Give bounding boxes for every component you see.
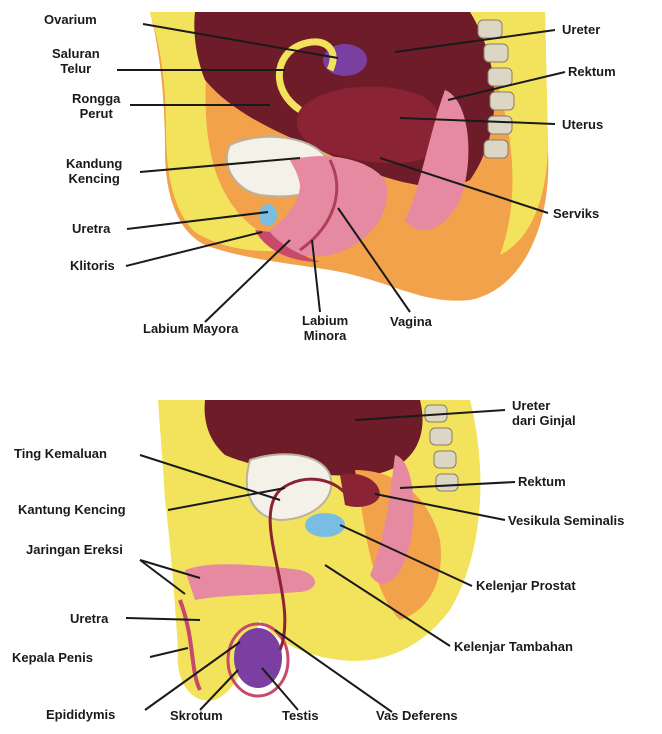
label-vesikula-seminalis: Vesikula Seminalis — [508, 513, 624, 528]
label-rongga-perut-line2: Perut — [72, 106, 120, 121]
male-illustration — [158, 400, 480, 701]
label-kandung-kencing: Kandung Kencing — [66, 156, 122, 186]
male-testis — [234, 628, 282, 688]
label-rektum-female: Rektum — [568, 64, 616, 79]
label-kelenjar-prostat: Kelenjar Prostat — [476, 578, 576, 593]
label-kandung-kencing-line1: Kandung — [66, 156, 122, 171]
label-ureter-dari-ginjal-line1: Ureter — [512, 398, 576, 413]
leader-testis — [262, 668, 298, 710]
label-kepala-penis: Kepala Penis — [12, 650, 93, 665]
label-vagina: Vagina — [390, 314, 432, 329]
label-labium-minora: Labium Minora — [302, 313, 348, 343]
label-ureter-dari-ginjal-line2: dari Ginjal — [512, 413, 576, 428]
label-kandung-kencing-line2: Kencing — [66, 171, 122, 186]
label-epididymis: Epididymis — [46, 707, 115, 722]
female-illustration — [150, 12, 548, 301]
label-rektum-male: Rektum — [518, 474, 566, 489]
label-testis: Testis — [282, 708, 319, 723]
label-uterus: Uterus — [562, 117, 603, 132]
label-uretra-female: Uretra — [72, 221, 110, 236]
label-uretra-male: Uretra — [70, 611, 108, 626]
label-ureter: Ureter — [562, 22, 600, 37]
label-saluran-telur-line1: Saluran — [52, 46, 100, 61]
label-jaringan-ereksi: Jaringan Ereksi — [26, 542, 123, 557]
female-clitoris — [259, 204, 277, 226]
label-labium-mayora: Labium Mayora — [143, 321, 238, 336]
label-kelenjar-tambahan: Kelenjar Tambahan — [454, 639, 573, 654]
label-labium-minora-line2: Minora — [302, 328, 348, 343]
label-labium-minora-line1: Labium — [302, 313, 348, 328]
label-ovarium: Ovarium — [44, 12, 97, 27]
label-serviks: Serviks — [553, 206, 599, 221]
label-ureter-dari-ginjal: Ureter dari Ginjal — [512, 398, 576, 428]
label-kantung-kencing: Kantung Kencing — [18, 502, 126, 517]
label-vas-deferens: Vas Deferens — [376, 708, 458, 723]
male-prostate — [305, 513, 345, 537]
label-klitoris: Klitoris — [70, 258, 115, 273]
label-skrotum: Skrotum — [170, 708, 223, 723]
label-ting-kemaluan: Ting Kemaluan — [14, 446, 107, 461]
label-rongga-perut-line1: Rongga — [72, 91, 120, 106]
label-rongga-perut: Rongga Perut — [72, 91, 120, 121]
label-saluran-telur: Saluran Telur — [52, 46, 100, 76]
label-saluran-telur-line2: Telur — [52, 61, 100, 76]
